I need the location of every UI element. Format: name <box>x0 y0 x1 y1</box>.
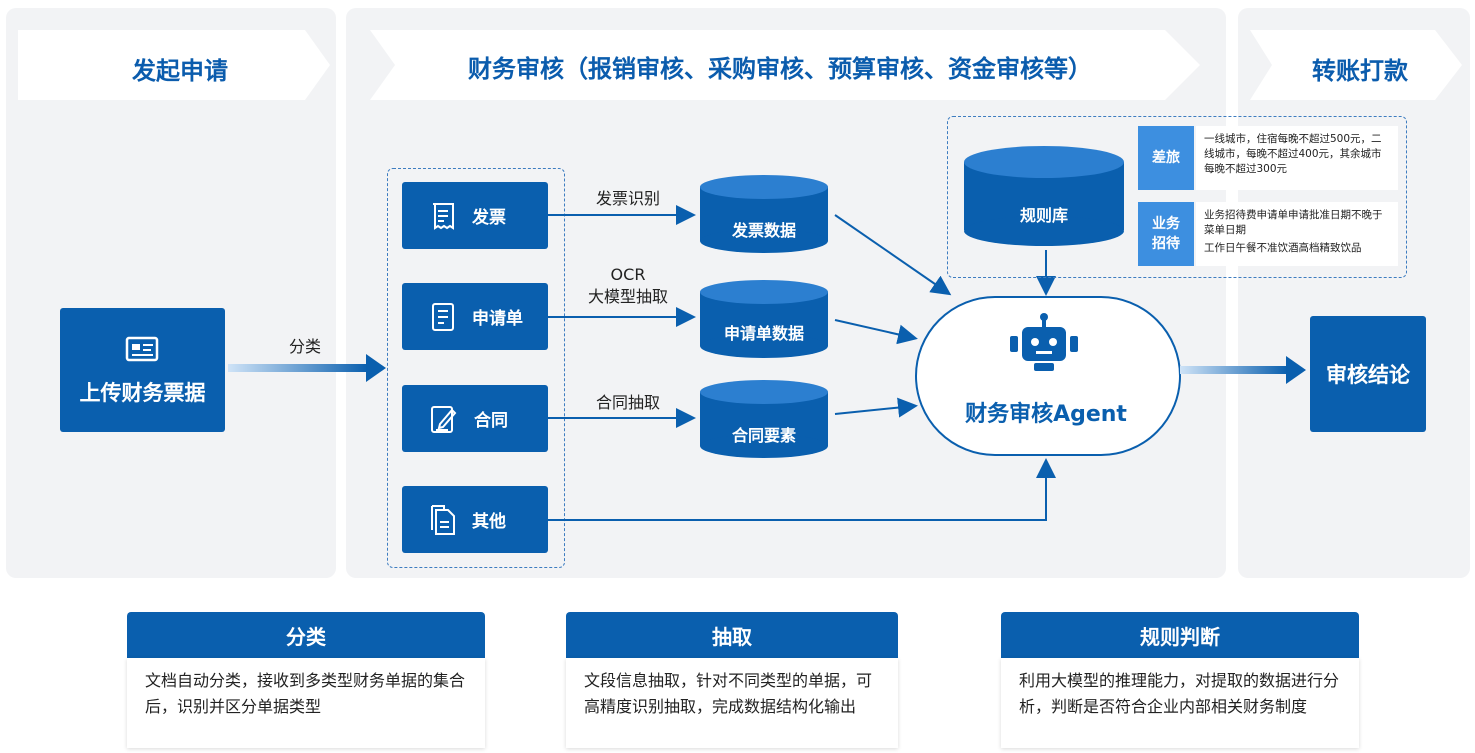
rule-text-entertainment-line2: 工作日午餐不准饮酒高档精致饮品 <box>1204 242 1362 254</box>
rule-tag-entertainment: 业务招待 <box>1138 202 1194 266</box>
upload-receipts-box: 上传财务票据 <box>60 308 225 432</box>
stage-chevrons <box>18 30 1462 100</box>
form-icon <box>432 302 454 331</box>
card-classify-body: 文档自动分类，接收到多类型财务单据的集合后，识别并区分单据类型 <box>127 658 485 748</box>
card-classify-title: 分类 <box>127 612 485 658</box>
receipt-icon <box>125 336 158 362</box>
doc-form: 申请单 <box>402 283 548 350</box>
agent-label: 财务审核Agent <box>965 402 1127 427</box>
db-contract: 合同要素 <box>700 380 828 458</box>
stage-transfer-title: 转账打款 <box>1312 56 1408 85</box>
rules-group <box>947 116 1407 278</box>
doc-other: 其他 <box>402 486 548 553</box>
transfer-panel <box>1238 8 1470 578</box>
db-contract-label: 合同要素 <box>731 426 796 445</box>
card-extract-body: 文段信息抽取，针对不同类型的单据，可高精度识别抽取，完成数据结构化输出 <box>566 658 898 748</box>
finance-audit-agent <box>915 296 1181 456</box>
card-rules-title: 规则判断 <box>1001 612 1359 658</box>
db-invoice-label: 发票数据 <box>731 221 796 240</box>
robot-icon <box>1010 313 1078 371</box>
contract-icon <box>431 405 457 433</box>
upload-receipts-label: 上传财务票据 <box>79 381 206 405</box>
classify-arrow <box>228 354 386 382</box>
llm-extract-label: 大模型抽取 <box>587 287 668 306</box>
rule-text-entertainment-line1: 业务招待费申请单申请批准日期不晚于菜单日期 <box>1204 209 1383 236</box>
rule-text-travel: 一线城市，住宿每晚不超过500元，二线城市，每晚不超过400元，其余城市每晚不超… <box>1196 126 1398 190</box>
doc-invoice: 发票 <box>402 182 548 249</box>
db-rules: 规则库 <box>964 146 1124 246</box>
document-group <box>387 168 565 568</box>
rule-text-entertainment: 业务招待费申请单申请批准日期不晚于菜单日期 工作日午餐不准饮酒高档精致饮品 <box>1196 202 1398 266</box>
doc-invoice-label: 发票 <box>472 208 506 228</box>
db-form-label: 申请单数据 <box>723 324 804 343</box>
initiate-panel <box>6 8 336 578</box>
conclusion-arrow <box>1180 356 1306 384</box>
invoice-icon <box>433 202 454 230</box>
doc-contract-label: 合同 <box>474 411 508 431</box>
db-form: 申请单数据 <box>700 280 828 358</box>
doc-contract: 合同 <box>402 385 548 452</box>
card-rules-body: 利用大模型的推理能力，对提取的数据进行分析，判断是否符合企业内部相关财务制度 <box>1001 658 1359 748</box>
classify-arrow-label: 分类 <box>288 337 321 356</box>
audit-conclusion-box: 审核结论 <box>1310 316 1426 432</box>
ocr-label: OCR <box>610 265 646 284</box>
db-invoice: 发票数据 <box>700 175 828 253</box>
doc-other-label: 其他 <box>472 512 506 532</box>
stage-initiate-title: 发起申请 <box>132 56 228 85</box>
audit-conclusion-label: 审核结论 <box>1326 363 1410 387</box>
card-extract-title: 抽取 <box>566 612 898 658</box>
rule-tag-travel: 差旅 <box>1138 126 1194 190</box>
contract-extract-label: 合同抽取 <box>595 393 660 412</box>
file-icon <box>431 504 455 535</box>
doc-form-label: 申请单 <box>472 309 523 329</box>
db-rules-label: 规则库 <box>1019 206 1068 225</box>
rule-tag-entertainment-label: 业务招待 <box>1152 216 1180 252</box>
invoice-recognition-label: 发票识别 <box>595 189 660 208</box>
stage-audit-title: 财务审核（报销审核、采购审核、预算审核、资金审核等） <box>468 54 1092 83</box>
